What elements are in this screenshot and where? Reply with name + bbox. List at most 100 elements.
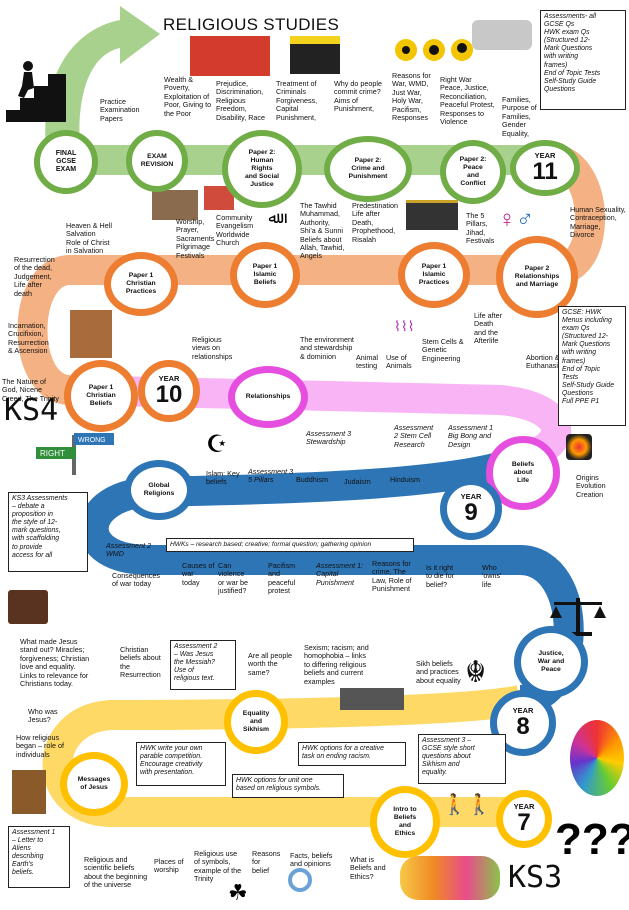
prophet-image [12, 770, 46, 814]
node-year-10[interactable]: YEAR 10 [138, 360, 200, 422]
sign-wrong: WRONG [78, 437, 106, 444]
label-religious-science: Religious and scientific beliefs about t… [84, 855, 148, 890]
node-messages-of-jesus[interactable]: Messages of Jesus [60, 752, 128, 816]
label-places-worship: Places of worship [154, 857, 184, 875]
scales-icon [550, 598, 606, 636]
assessment-2-stem: Assessment 2 Stem Cell Research [394, 423, 434, 449]
node-final-exam[interactable]: FINAL GCSE EXAM [34, 130, 98, 194]
year8-number: 8 [516, 713, 530, 740]
year11-number: 11 [532, 158, 558, 185]
box-hwk-racism: HWK options for a creative task on endin… [298, 742, 406, 766]
star-and-crescent-icon: ☪ [206, 431, 228, 458]
node-paper2-crime[interactable]: Paper 2: Crime and Punishment [324, 136, 412, 202]
box-assessment-messiah: Assessment 2 – Was Jesus the Messiah? Us… [170, 640, 236, 690]
label-can-violence: Can violence or war be justified? [218, 561, 248, 596]
assessment-1-bigbang: Assessment 1 Big Bong and Design [448, 423, 494, 449]
jesus-image [70, 310, 112, 358]
node-paper1-islamic-practices[interactable]: Paper 1 Islamic Practices [398, 242, 470, 308]
assessment-3-stewardship: Assessment 3 Stewardship [306, 429, 352, 447]
year10-number: 10 [155, 381, 183, 408]
stairs-climber-icon [6, 61, 66, 122]
label-consequences: Consequences of war today [112, 571, 160, 589]
label-judaism: Judaism [344, 477, 371, 486]
label-christian-resurrection: Christian beliefs about the Resurrection [120, 645, 161, 680]
node-paper2-human-rights[interactable]: Paper 2: Human Rights and Social Justice [222, 130, 302, 208]
node-global-religions[interactable]: Global Religions [124, 460, 194, 520]
node-year-9[interactable]: YEAR 9 [440, 478, 502, 540]
node-paper2-relationships[interactable]: Paper 2 Relationships and Marriage [496, 236, 578, 318]
label-sikh-beliefs: Sikh beliefs and practices about equalit… [416, 659, 461, 685]
crime-scene-image [290, 36, 340, 74]
year11-label: YEAR [534, 151, 556, 160]
orange-road [17, 145, 605, 405]
node-paper1-christian-practices[interactable]: Paper 1 Christian Practices [104, 252, 178, 316]
label-who-owns: Who 'owns' life [482, 563, 502, 589]
label-stem-cells: Stem Cells & Genetic Engineering [422, 337, 464, 363]
label-prejudice: Prejudice, Discrimination, Religious Fre… [216, 79, 265, 122]
magnifier-icon [288, 868, 312, 892]
box-assessment-letter: Assessment 1 – Letter to Aliens describi… [8, 826, 70, 888]
node-year-7[interactable]: YEAR 7 [496, 790, 552, 848]
sign-right: RIGHT [40, 449, 65, 458]
year9-number: 9 [464, 499, 478, 526]
label-reasons-crime: Reasons for crime, The Law, Role of Puni… [372, 559, 412, 594]
label-abortion: Abortion & Euthanasia [526, 353, 562, 371]
question-marks: ??? [555, 815, 629, 864]
label-religious-views: Religious views on relationships [192, 335, 233, 361]
blue-road [78, 445, 584, 715]
green-arrow [45, 6, 160, 150]
box-assessment-sikhism: Assessment 3 – GCSE style short question… [418, 734, 506, 784]
label-predestination: Predestination Life after Death, Prophet… [352, 201, 398, 244]
node-year-11[interactable]: YEAR 11 [510, 140, 580, 196]
label-reasons-belief: Reasons for belief [252, 849, 281, 875]
page-title: RELIGIOUS STUDIES [163, 15, 340, 34]
label-sexism: Sexism; racism; and homophobia – links t… [304, 643, 369, 686]
node-relationships[interactable]: Relationships [228, 366, 308, 428]
fireworks-image [566, 434, 592, 460]
label-human-sexuality: Human Sexuality, Contraception, Marriage… [570, 205, 626, 240]
kaaba-image [406, 200, 458, 230]
ks3-label: KS3 [508, 860, 563, 895]
label-incarnation: Incarnation, Crucifixion, Resurrection &… [8, 321, 49, 356]
label-buddhism: Buddhism [296, 475, 328, 484]
assessment-1-capital: Assessment 1: Capital Punishment [316, 561, 364, 587]
label-right-war: Right War Peace, Justice, Reconciliation… [440, 75, 495, 127]
box-gcse-hwk: GCSE: HWK Menus including exam Qs (Struc… [558, 306, 626, 426]
node-paper2-peace[interactable]: Paper 2: Peace and Conflict [440, 140, 506, 204]
label-islam-key: Islam: Key beliefs [206, 469, 240, 487]
node-intro-beliefs[interactable]: Intro to Beliefs and Ethics [370, 786, 440, 858]
box-gcse-assessments: Assessments- all GCSE Qs HWK exam Qs (St… [540, 10, 626, 110]
religion-symbols-image [570, 720, 624, 796]
label-hinduism: Hinduism [390, 475, 420, 484]
label-environment: The environment and stewardship & domini… [300, 335, 354, 361]
box-ks3-assessments: KS3 Assessments – debate a proposition i… [8, 492, 88, 572]
label-life-after-death: Life after Death and the Afterlife [474, 311, 502, 346]
node-paper1-christian-beliefs[interactable]: Paper 1 Christian Beliefs [64, 360, 138, 432]
label-tawhid: The Tawhid Muhammad, Authority, Shi'a & … [300, 201, 345, 261]
node-equality-sikhism[interactable]: Equality and Sikhism [224, 690, 288, 754]
label-facts-beliefs: Facts, beliefs and opinions [290, 851, 333, 869]
node-justice-war-peace[interactable]: Justice, War and Peace [514, 626, 588, 698]
label-religious-symbols: Religious use of symbols, example of the… [194, 849, 242, 884]
label-who-was-jesus: Who was Jesus? [28, 707, 58, 725]
label-resurrection: Resurrection of the dead, Judgement, Lif… [14, 255, 55, 298]
assessment-3-pillars: Assessment 3 5 Pillars [248, 467, 294, 485]
label-are-all-people: Are all people worth the same? [248, 651, 292, 677]
node-exam-revision[interactable]: EXAM REVISION [126, 130, 188, 192]
allah-calligraphy-image: ﷲ [268, 210, 278, 227]
node-paper1-islamic-beliefs[interactable]: Paper 1 Islamic Beliefs [230, 242, 300, 308]
node-year-8[interactable]: YEAR 8 [490, 690, 556, 756]
bible-image [152, 190, 198, 220]
bible-icon [8, 590, 48, 624]
label-heaven-hell: Heaven & Hell Salvation Role of Christ i… [66, 221, 112, 256]
year7-label: YEAR [513, 802, 535, 811]
male-female-icon: ♀♂ [498, 206, 534, 233]
assessment-2-wmd: Assessment 2 WMD [106, 541, 152, 559]
box-hwks-research: HWKs – research based; creative; formal … [166, 538, 414, 552]
year9-label: YEAR [460, 492, 482, 501]
label-is-it-right: Is it right to die for belief? [426, 563, 454, 589]
protest-image [340, 688, 404, 710]
label-worship: Worship, Prayer, Sacraments Pilgrimage F… [176, 217, 215, 260]
label-causes: Causes of war today [182, 561, 215, 587]
